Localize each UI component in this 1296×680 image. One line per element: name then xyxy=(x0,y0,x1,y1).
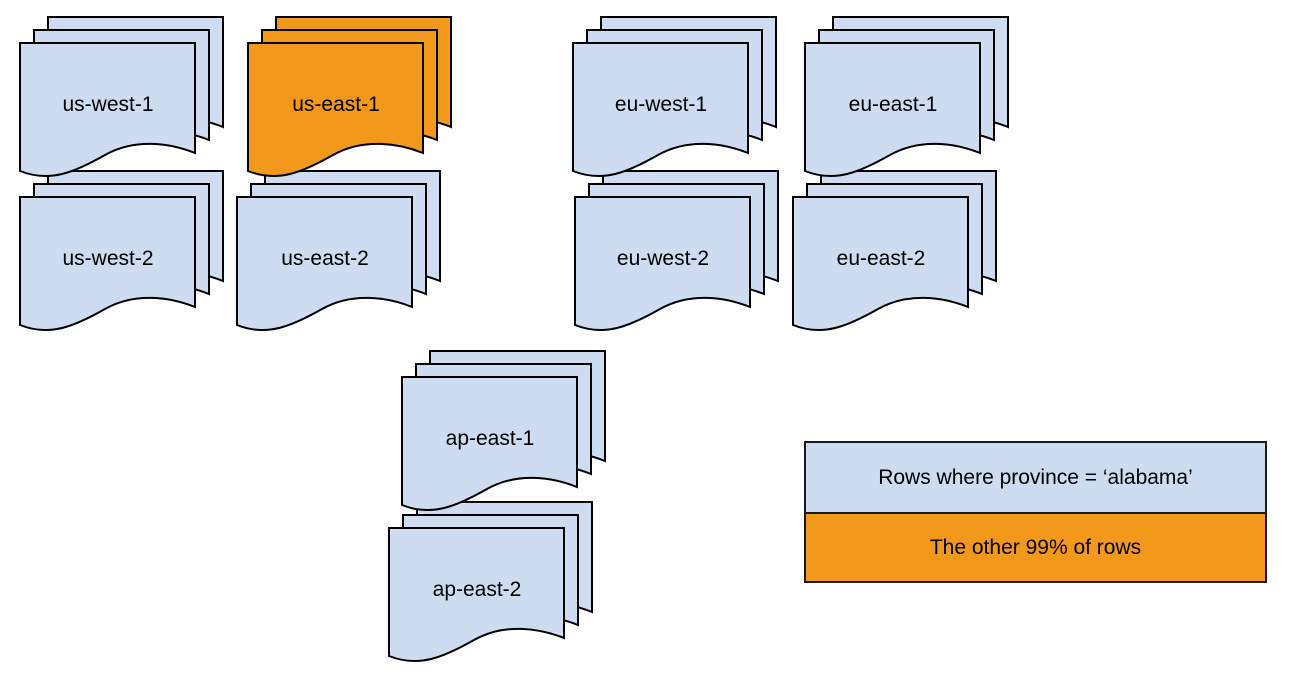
region-stack-us-east-1: us-east-1 xyxy=(247,16,452,178)
legend-item-label: The other 99% of rows xyxy=(929,535,1142,559)
document-sheet xyxy=(804,42,981,178)
legend-item-other-rows: The other 99% of rows xyxy=(806,512,1265,581)
legend-item-alabama-rows: Rows where province = ‘alabama’ xyxy=(806,443,1265,512)
region-stack-eu-east-2: eu-east-2 xyxy=(792,170,997,332)
region-stack-eu-east-1: eu-east-1 xyxy=(804,16,1009,178)
region-stack-eu-west-2: eu-west-2 xyxy=(574,170,779,332)
document-stack-graphic xyxy=(401,350,606,512)
region-stack-eu-west-1: eu-west-1 xyxy=(572,16,777,178)
document-sheet xyxy=(388,527,565,663)
document-stack-graphic xyxy=(247,16,452,178)
document-sheet xyxy=(247,42,424,178)
document-stack-graphic xyxy=(19,170,224,332)
region-stack-us-west-2: us-west-2 xyxy=(19,170,224,332)
document-sheet xyxy=(574,196,751,332)
document-sheet xyxy=(19,42,196,178)
document-sheet xyxy=(401,376,578,512)
region-stack-ap-east-2: ap-east-2 xyxy=(388,501,593,663)
document-sheet xyxy=(792,196,969,332)
region-stack-us-west-1: us-west-1 xyxy=(19,16,224,178)
document-sheet xyxy=(19,196,196,332)
document-stack-graphic xyxy=(572,16,777,178)
document-stack-graphic xyxy=(792,170,997,332)
legend-item-label: Rows where province = ‘alabama’ xyxy=(878,465,1193,489)
document-stack-graphic xyxy=(19,16,224,178)
document-stack-graphic xyxy=(236,170,441,332)
region-stack-us-east-2: us-east-2 xyxy=(236,170,441,332)
document-stack-graphic xyxy=(388,501,593,663)
document-sheet xyxy=(236,196,413,332)
document-stack-graphic xyxy=(574,170,779,332)
region-stack-ap-east-1: ap-east-1 xyxy=(401,350,606,512)
document-sheet xyxy=(572,42,749,178)
document-stack-graphic xyxy=(804,16,1009,178)
legend: Rows where province = ‘alabama’ The other… xyxy=(804,441,1267,583)
